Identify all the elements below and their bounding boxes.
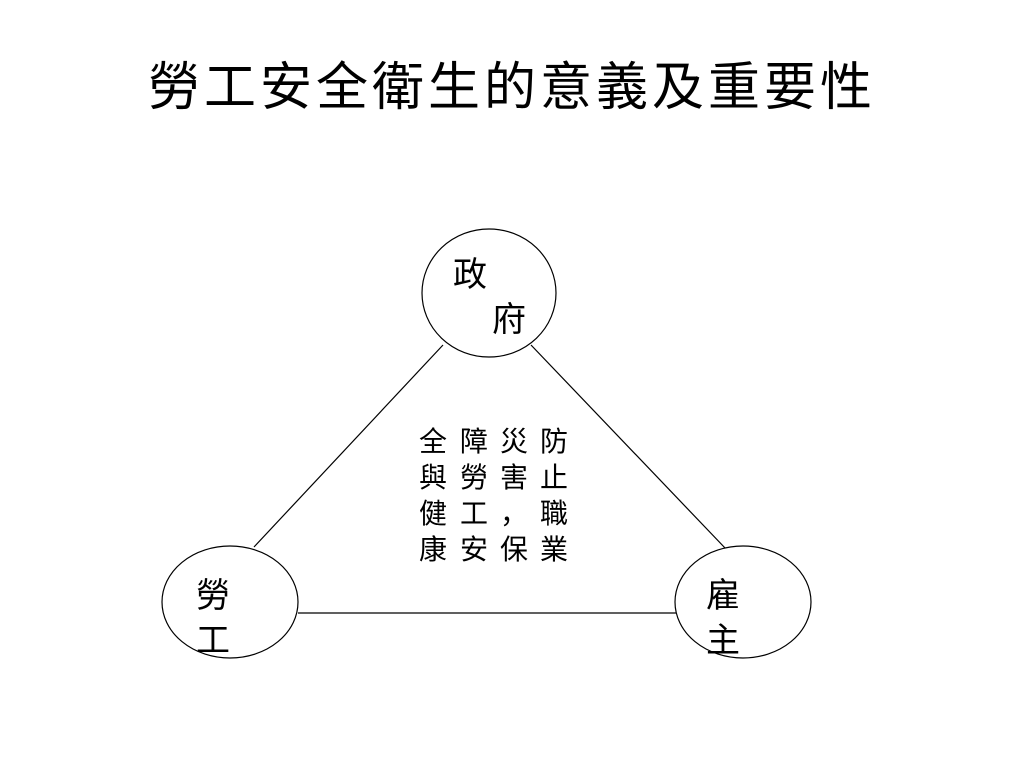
center-text-column-1: 防 止 職 業: [538, 424, 570, 568]
center-char: 害: [499, 461, 528, 494]
center-char: ，: [499, 497, 528, 530]
center-char: 勞: [459, 461, 488, 494]
center-char: 止: [539, 461, 568, 494]
node-government-char-2: 府: [492, 300, 526, 340]
node-employer-char-1: 雇: [706, 576, 740, 616]
slide-title: 勞工安全衛生的意義及重要性: [147, 58, 876, 118]
node-employer-char-2: 主: [706, 621, 740, 661]
center-char: 安: [459, 533, 488, 566]
center-char: 職: [539, 497, 568, 530]
center-char: 工: [459, 497, 488, 530]
node-employer-circle: [674, 545, 812, 659]
center-char: 災: [499, 425, 528, 458]
node-worker-circle: [161, 545, 299, 659]
node-government-char-1: 政: [453, 255, 487, 295]
center-char: 保: [499, 533, 528, 566]
center-char: 全: [418, 425, 447, 458]
center-text-column-4: 全 與 健 康: [417, 424, 449, 568]
center-char: 康: [418, 533, 447, 566]
node-worker-char-1: 勞: [196, 576, 230, 616]
center-char: 與: [418, 461, 447, 494]
center-text-column-3: 障 勞 工 安: [458, 424, 490, 568]
center-char: 業: [539, 533, 568, 566]
edge-government-worker: [253, 344, 444, 548]
node-worker-char-2: 工: [196, 621, 230, 661]
center-char: 障: [459, 425, 488, 458]
center-char: 健: [418, 497, 447, 530]
center-char: 防: [539, 425, 568, 458]
center-text-column-2: 災 害 ， 保: [498, 424, 530, 568]
edge-government-employer: [530, 344, 727, 550]
node-government-circle: [421, 228, 557, 358]
